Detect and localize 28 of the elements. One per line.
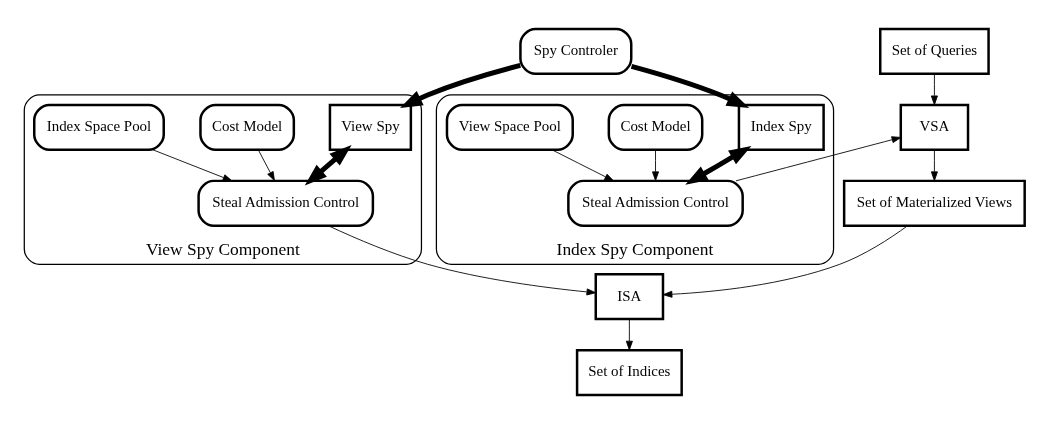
node-box: Steal Admission Control	[567, 179, 744, 227]
arrow	[662, 225, 908, 298]
arrow	[400, 63, 521, 109]
arrow	[930, 73, 938, 106]
arrow	[304, 144, 352, 186]
node-box: Cost Model	[607, 103, 704, 151]
arrow	[685, 146, 752, 185]
arrow	[930, 149, 938, 182]
node-box: View Space Pool	[445, 103, 574, 151]
node-box: VSA	[899, 103, 970, 151]
node-box: Index Spy	[737, 103, 825, 151]
arrow	[152, 149, 233, 182]
arrow	[257, 149, 275, 182]
node-box: Spy Controler	[519, 27, 633, 76]
arrow	[735, 136, 902, 182]
node-box: Set of Indices	[575, 348, 683, 397]
arrow	[625, 318, 633, 351]
node-box: Cost Model	[199, 103, 296, 151]
node-box: ISA	[594, 273, 665, 321]
arrow	[328, 225, 597, 296]
node-box: Index Space Pool	[33, 103, 165, 151]
node-box: Set of Queries	[879, 27, 990, 76]
node-box: View Spy	[328, 103, 413, 151]
arrow	[652, 149, 659, 182]
node-box: Set of Materialized Views	[842, 179, 1026, 227]
arrow	[630, 63, 750, 109]
arrow	[551, 149, 614, 182]
node-box: Steal Admission Control	[197, 179, 375, 227]
